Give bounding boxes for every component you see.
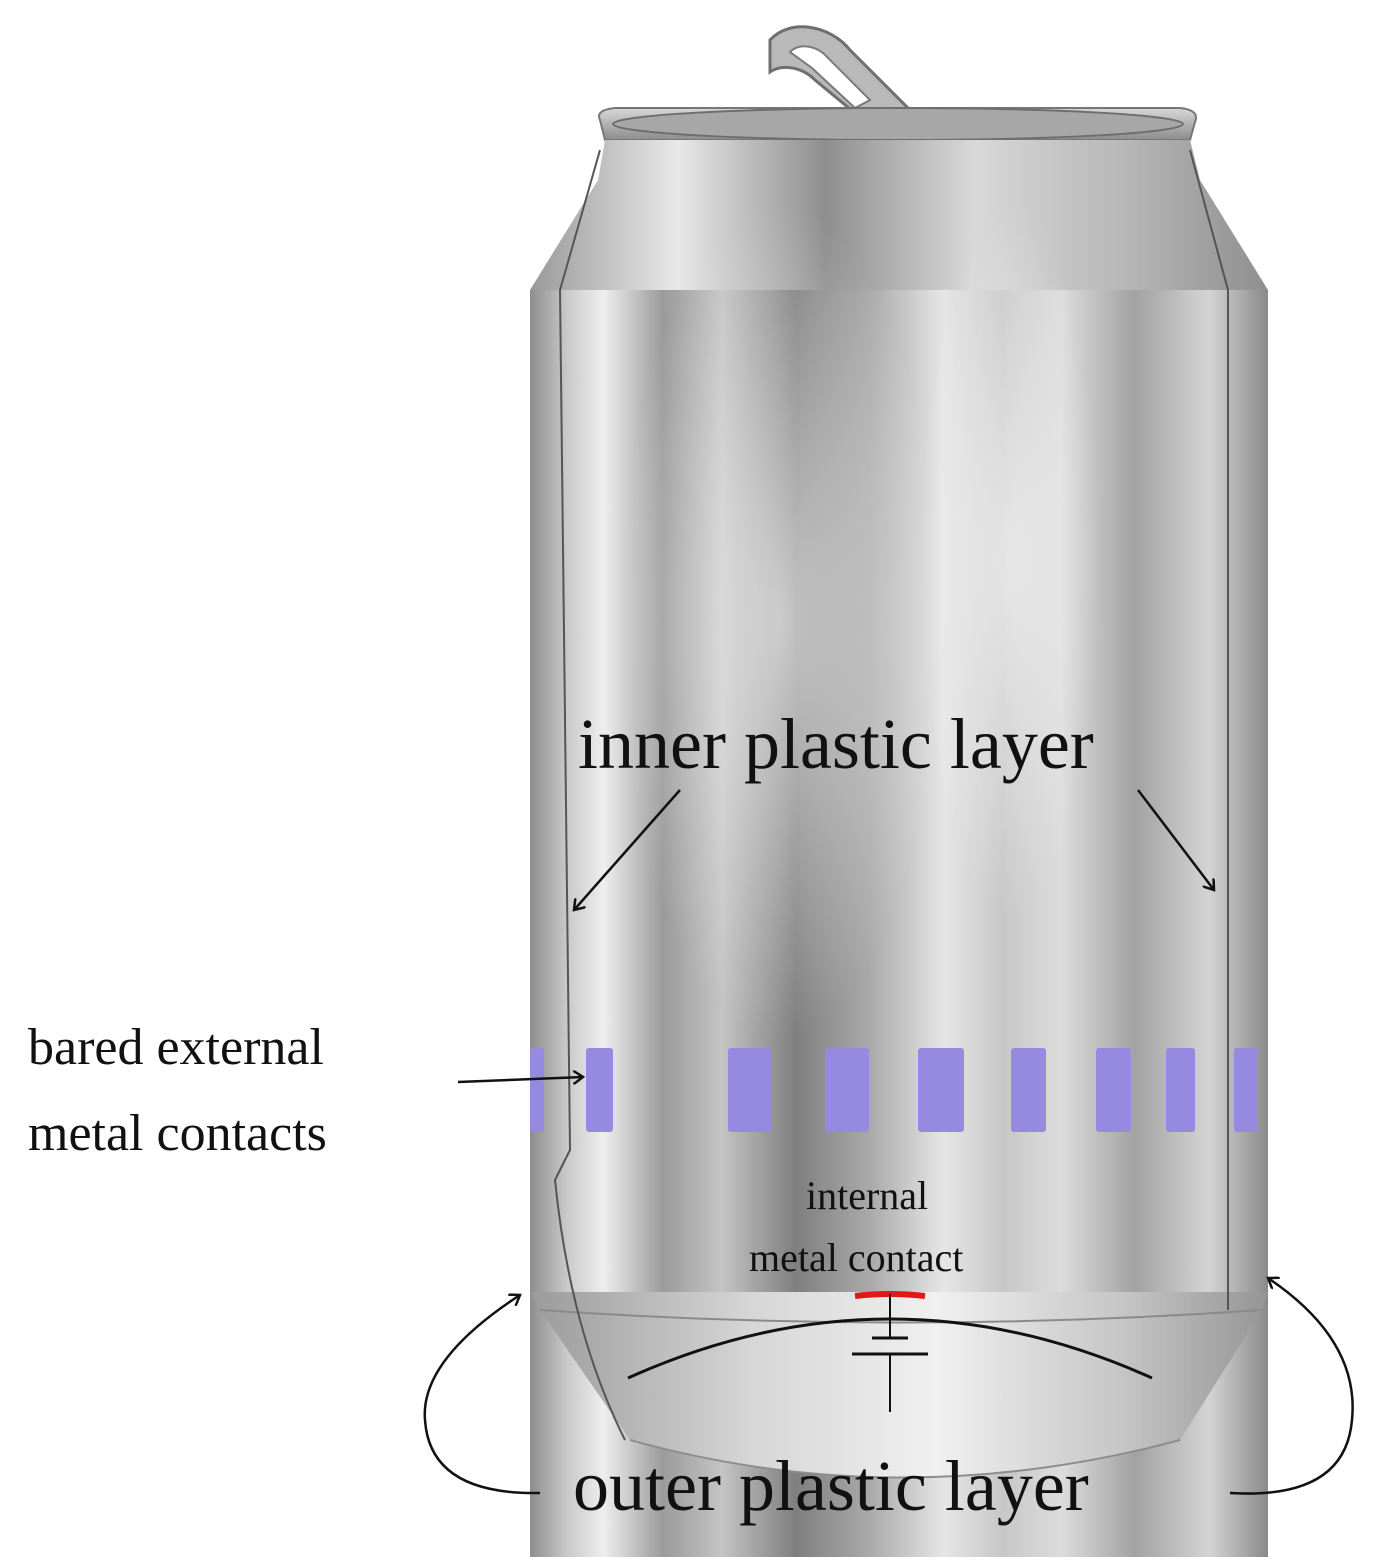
contact-pad [918, 1048, 964, 1132]
bared-contacts-label-line2: metal contacts [28, 1105, 327, 1162]
contact-pad [825, 1048, 869, 1132]
internal-contact-circuit [627, 1291, 1153, 1412]
inner-layer-seams [553, 149, 1229, 1441]
contact-pad [1011, 1048, 1046, 1132]
arrow-inner-left [574, 789, 681, 910]
can-neck [530, 140, 1268, 290]
arrow-outer-right [1229, 1278, 1354, 1495]
contact-pad [728, 1048, 772, 1132]
bared-contacts-label-line1: bared external [28, 1019, 324, 1076]
external-contact-pads [530, 1048, 1258, 1132]
contact-pad [530, 1048, 544, 1132]
inner-layer-label: inner plastic layer [578, 704, 1094, 784]
can-base [530, 1292, 1268, 1478]
internal-contact-label-line2: metal contact [749, 1235, 964, 1280]
can-top [598, 107, 1197, 141]
contact-pad [1166, 1048, 1195, 1132]
contact-pad [586, 1048, 613, 1132]
internal-contact-label-line1: internal [806, 1173, 929, 1218]
outer-layer-label: outer plastic layer [573, 1446, 1089, 1526]
contact-pad [1096, 1048, 1131, 1132]
arrow-inner-right [1137, 789, 1214, 890]
arrow-bared-contacts [457, 1077, 583, 1082]
arrow-outer-left [423, 1295, 541, 1495]
contact-pad [1234, 1048, 1258, 1132]
annotation-arrows [423, 789, 1354, 1495]
